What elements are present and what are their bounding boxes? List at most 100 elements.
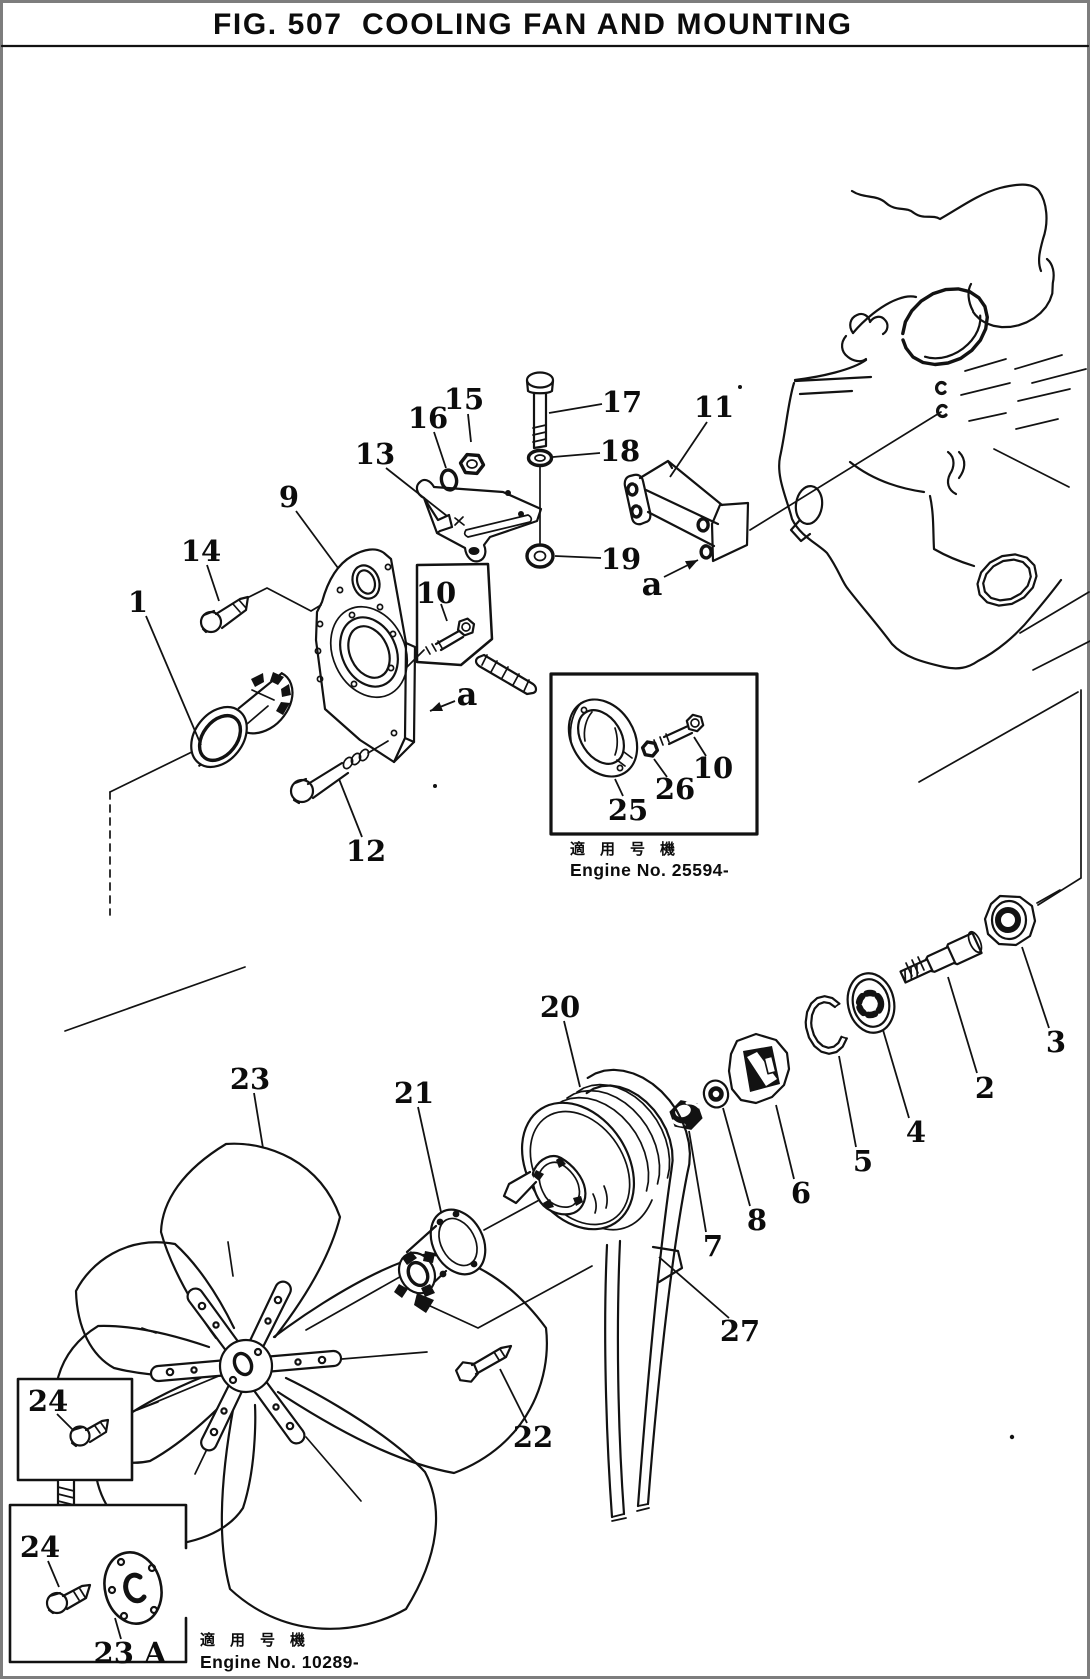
leader-line (467, 413, 472, 443)
callout-label: 21 (394, 1076, 434, 1110)
inset-box-bolt10-shape (406, 649, 425, 668)
inset-box-a-shape (616, 764, 624, 772)
panel-edge-line (64, 966, 246, 1032)
callout-label: 4 (906, 1115, 926, 1149)
callout-label: 3 (1046, 1025, 1066, 1059)
part-20-pulley-shape (520, 1101, 636, 1231)
leader-line (417, 1106, 442, 1213)
fan-spider (149, 1280, 343, 1452)
part-4-bearing-shape (851, 978, 891, 1028)
leader-line (563, 1020, 581, 1088)
leader-line (775, 1104, 795, 1180)
callout-label: 2 (975, 1071, 995, 1105)
mounting-axis-line (749, 411, 942, 531)
leader-line (499, 1368, 528, 1424)
part-3-bearing-shape (990, 899, 1028, 941)
part-1-collar-shape (281, 684, 291, 697)
threaded-stud-shape (481, 654, 530, 692)
inset-box-23a-shape (8, 1503, 188, 1664)
part-1-collar-shape (197, 713, 243, 763)
page-specks-shape (433, 784, 437, 788)
part-22-bolt-shape (493, 1348, 506, 1361)
part-13-bracket-shape (415, 478, 543, 563)
part-22-bolt (455, 1344, 513, 1383)
callout-label: 16 (408, 401, 448, 435)
callout-label: 1 (128, 585, 148, 619)
part-17-bolt-shape (532, 424, 547, 443)
part-21-hub-shape (452, 1210, 460, 1218)
callout-label: 25 (608, 793, 648, 827)
part-9-plate-shape-shape (384, 563, 392, 571)
inset-box-a-shape (580, 706, 588, 714)
inset-box-a-shape (583, 711, 619, 756)
leader-line (385, 467, 448, 517)
threaded-stud (474, 653, 538, 696)
part-4-bearing (846, 972, 896, 1034)
part-9-plate-shape (329, 605, 409, 699)
part-16-ring-shape (439, 468, 459, 492)
part-5-snap-ring-shape (810, 1001, 843, 1049)
part-13-bracket-shape (505, 490, 511, 496)
part-20-pulley-shape (555, 1096, 650, 1192)
part-27-belt-shape (585, 1084, 674, 1508)
part-9-plate-shape-shape (376, 603, 384, 611)
inset-box-23a (8, 1503, 188, 1664)
part-23a-plate-shape (107, 1585, 117, 1595)
part-8-washer-shape (702, 1079, 730, 1109)
part-21-hub-shape (438, 1217, 478, 1267)
leader-line (882, 1029, 910, 1119)
fan-spider-shape (149, 1358, 231, 1383)
part-10-bolt-b-shape (662, 724, 694, 746)
callout-label: 7 (703, 1229, 723, 1263)
fan-spider-shape (220, 1407, 228, 1415)
part-12-bolt-shape (350, 752, 362, 766)
part-9-plate-shape-shape (389, 630, 397, 638)
engine-block-shape (794, 484, 824, 526)
part-11-spacer-shape (710, 501, 750, 563)
part-24-bolt-a-shape (84, 1418, 110, 1444)
leader-line (554, 555, 602, 559)
part-24-bolt-b-shape (61, 1583, 92, 1611)
leader-line (56, 1413, 75, 1432)
part-2-shaft-shape (904, 968, 907, 984)
fan-spider-shape (228, 1375, 238, 1385)
part-2-shaft (899, 930, 983, 984)
part-14-bolt-shape (248, 587, 322, 612)
arrowhead (685, 560, 698, 570)
engine-block-shape-shape (968, 412, 1007, 422)
leader-line (722, 1107, 751, 1207)
engine-block-shape (982, 558, 1032, 602)
part-15-nut (458, 452, 486, 476)
inset-box-a-shape (569, 702, 582, 742)
part-14-bolt-shape (232, 599, 247, 613)
bearing-panel-line (1036, 889, 1061, 904)
inset-box-a (549, 672, 759, 836)
engine-block-shape-shape (1017, 388, 1071, 402)
inset-box-bolt24 (16, 1377, 134, 1482)
part-9-plate-shape (355, 569, 377, 595)
part-15-nut-shape (466, 459, 478, 469)
part-1-collar-shape (241, 672, 294, 735)
engine-block-shape (841, 312, 889, 363)
page-specks-shape (738, 385, 742, 389)
part-13-bracket (415, 478, 543, 563)
part-23a-plate-shape (103, 1551, 163, 1625)
part-23a-plate-shape (149, 1605, 159, 1615)
part-23a-plate-shape (147, 1563, 157, 1573)
callout-label: 22 (513, 1420, 553, 1454)
part-23-fan-shape-shape (136, 1401, 159, 1411)
part-20-pulley-shape (531, 1154, 587, 1216)
leader-line (658, 1256, 730, 1319)
leader-line (47, 1560, 60, 1588)
part-5-snap-ring-shape (804, 995, 848, 1055)
part-17-bolt-shape (525, 379, 555, 395)
part-20-pulley-shape (533, 1157, 583, 1209)
inset-box-a-shape (616, 751, 633, 767)
inset-box-bolt10-shape (425, 640, 443, 655)
fan-spider-shape (165, 1367, 175, 1377)
part-20-pulley (502, 1083, 671, 1231)
fan-spider-shape (197, 1301, 207, 1311)
part-23-fan-shape-shape (305, 1436, 362, 1502)
engine-block-shape (793, 358, 873, 396)
